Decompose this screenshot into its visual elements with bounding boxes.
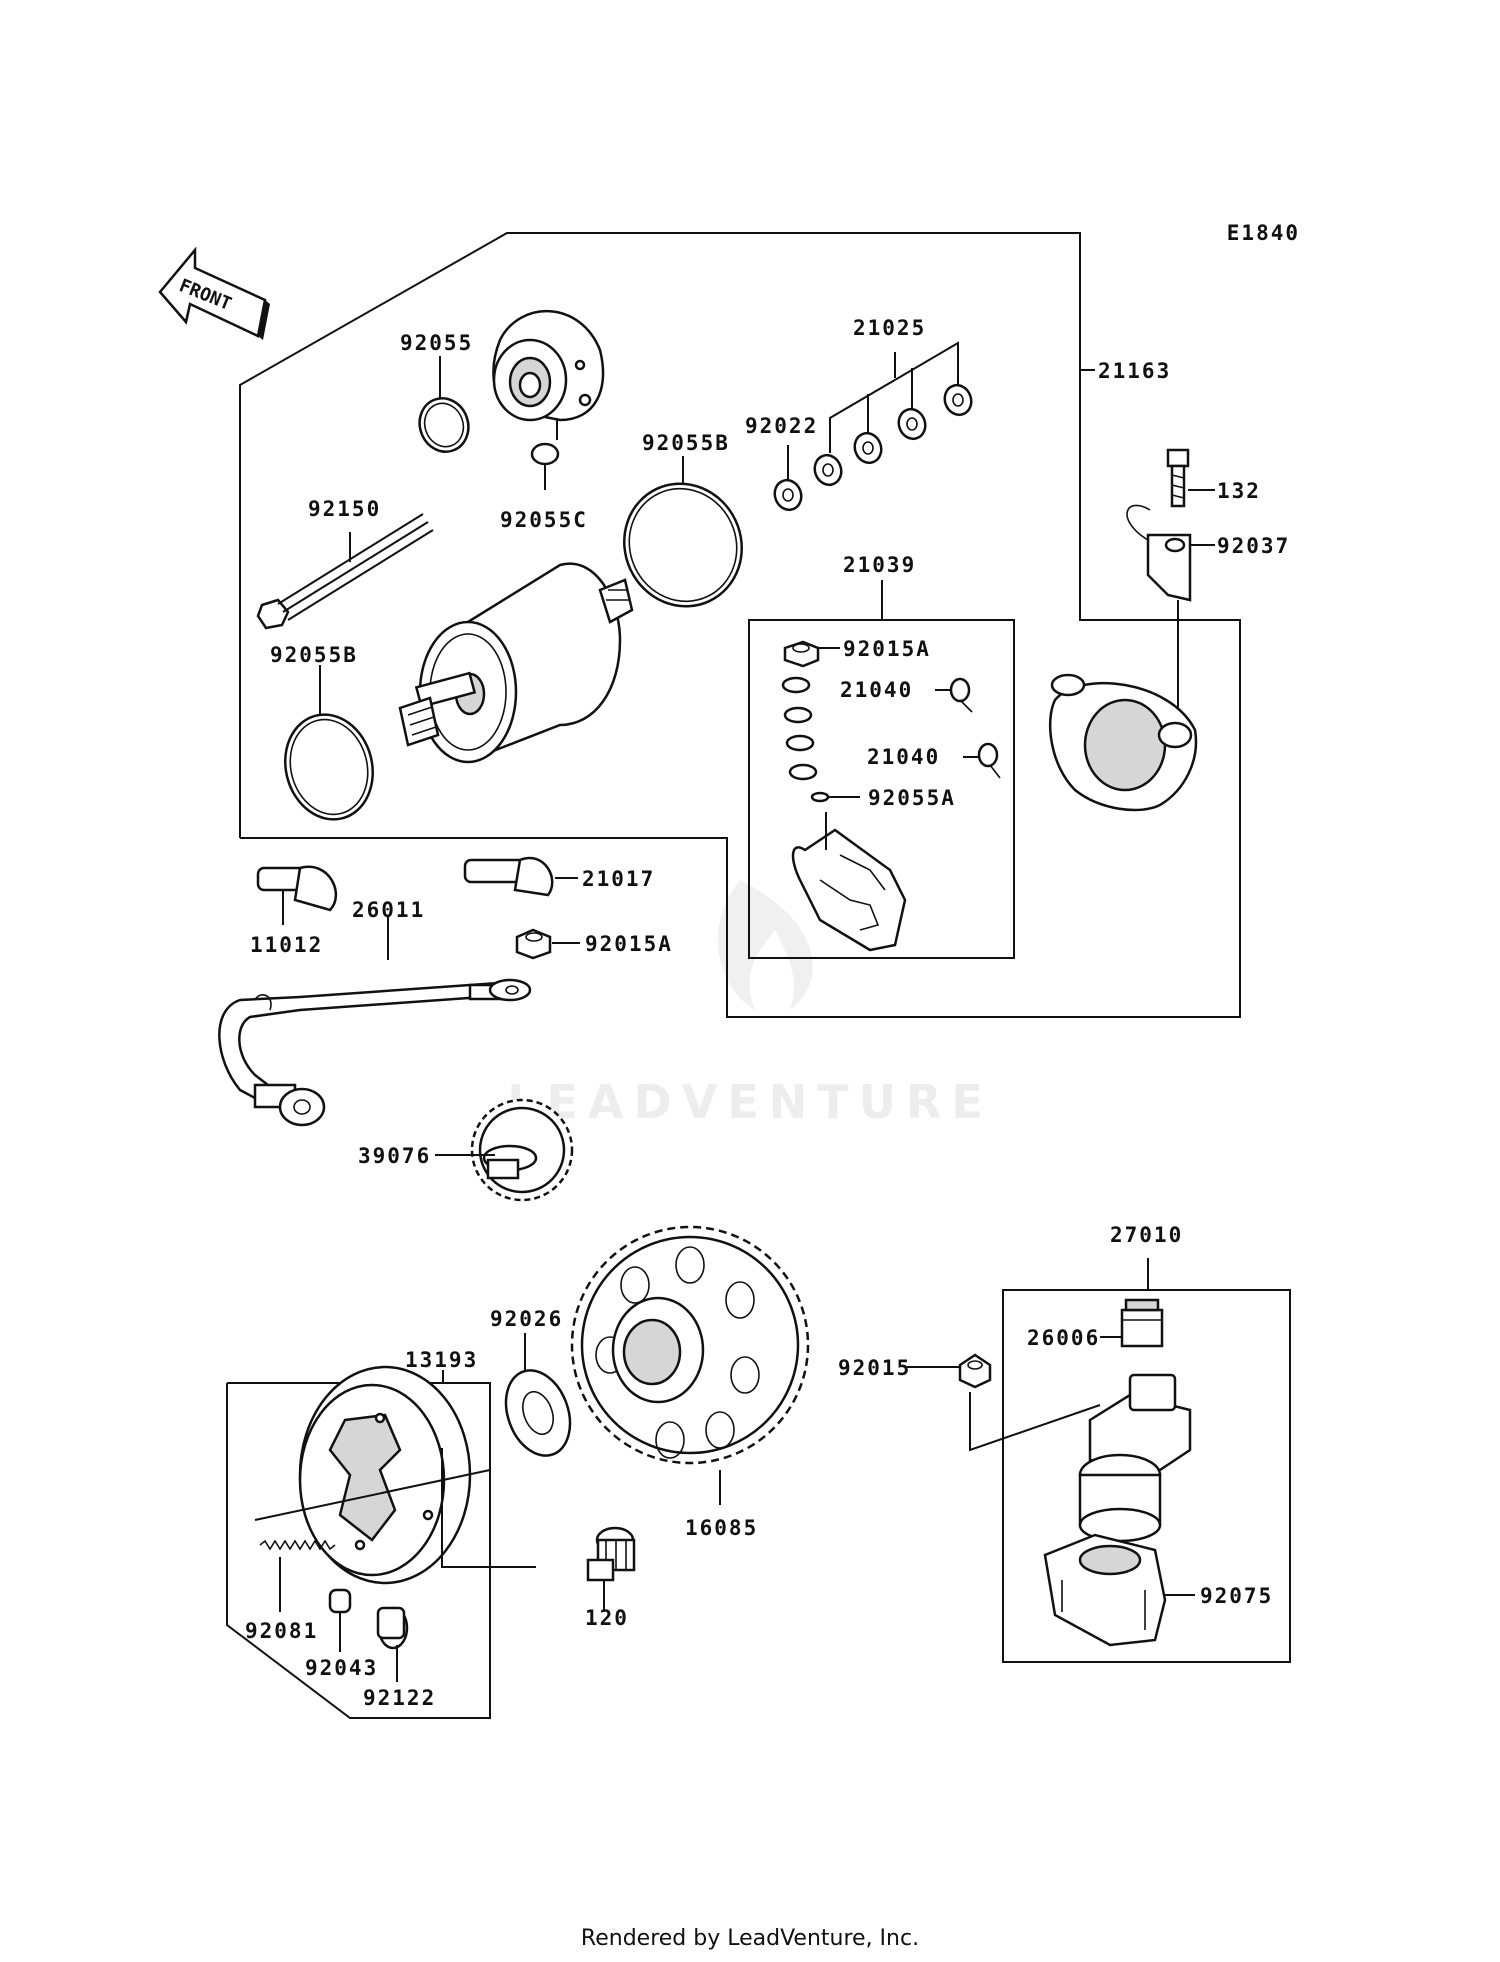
o-ring-92055b-left[interactable] [274, 705, 385, 830]
label-92150: 92150 [308, 497, 381, 521]
label-92055b-top: 92055B [642, 431, 730, 455]
starter-motor[interactable] [398, 562, 634, 764]
washer-92026[interactable] [495, 1361, 581, 1464]
roller-92122[interactable] [376, 1606, 409, 1650]
nut-92015[interactable] [958, 1353, 992, 1389]
label-21025: 21025 [853, 316, 926, 340]
starter-front-cover[interactable] [492, 309, 605, 422]
label-39076: 39076 [358, 1144, 431, 1168]
front-arrow-icon: FRONT [158, 246, 270, 340]
starter-cable-26011[interactable] [218, 978, 532, 1127]
relay-case-92075[interactable] [1043, 1533, 1167, 1647]
label-132: 132 [1217, 479, 1261, 503]
washer-1[interactable] [781, 676, 811, 694]
diagram-code: E1840 [1227, 221, 1300, 245]
starter-rear-cover[interactable] [1049, 673, 1198, 812]
footer-credit: Rendered by LeadVenture, Inc. [581, 1926, 919, 1951]
washer-3[interactable] [785, 734, 815, 752]
watermark: LEADVENTURE [507, 880, 993, 1129]
terminal-cap-11012[interactable] [256, 865, 338, 912]
label-26006: 26006 [1027, 1326, 1100, 1350]
label-92055a: 92055A [868, 786, 956, 810]
brush-plate[interactable] [791, 812, 907, 952]
label-26011: 26011 [352, 898, 425, 922]
o-ring-92055a[interactable] [810, 791, 830, 803]
clamp-92037[interactable] [1126, 504, 1192, 602]
label-92015: 92015 [838, 1356, 911, 1380]
bolt-132[interactable] [1166, 448, 1190, 508]
label-13193: 13193 [405, 1348, 478, 1372]
spring-21040-b[interactable] [977, 742, 1001, 779]
starter-clutch-box [226, 1382, 491, 1719]
label-92055: 92055 [400, 331, 473, 355]
label-92015a-mid: 92015A [585, 932, 673, 956]
spring-92081[interactable] [259, 1539, 336, 1551]
label-92075: 92075 [1200, 1584, 1273, 1608]
label-92015a-top: 92015A [843, 637, 931, 661]
spring-21040-a[interactable] [949, 677, 973, 713]
label-92055c: 92055C [500, 508, 588, 532]
label-21039: 21039 [843, 553, 916, 577]
label-92122: 92122 [363, 1686, 436, 1710]
label-21017: 21017 [582, 867, 655, 891]
watermark-text: LEADVENTURE [507, 1075, 993, 1129]
o-ring-92055b-top[interactable] [604, 464, 762, 625]
label-92026: 92026 [490, 1307, 563, 1331]
label-92037: 92037 [1217, 534, 1290, 558]
label-92081: 92081 [245, 1619, 318, 1643]
terminal-cap-21017[interactable] [463, 856, 554, 897]
relay-27010[interactable] [1078, 1373, 1192, 1543]
o-ring-92055[interactable] [412, 391, 476, 458]
bolt-120[interactable] [586, 1526, 636, 1582]
label-11012: 11012 [250, 933, 323, 957]
starter-group-outline [239, 232, 1241, 1018]
starter-clutch-13193[interactable] [298, 1365, 472, 1585]
washer-4[interactable] [788, 763, 818, 781]
washer-2[interactable] [783, 706, 813, 724]
nut-92015a-top[interactable] [783, 640, 820, 668]
label-16085: 16085 [685, 1516, 758, 1540]
label-92043: 92043 [305, 1656, 378, 1680]
bolt-92150[interactable] [256, 513, 434, 630]
nut-92015a-mid[interactable] [515, 928, 552, 960]
label-92022: 92022 [745, 414, 818, 438]
label-92055b-left: 92055B [270, 643, 358, 667]
shim-set-21025[interactable] [771, 381, 976, 513]
pin-92043[interactable] [328, 1588, 352, 1614]
idle-gear-39076[interactable] [470, 1098, 574, 1202]
fuse-26006[interactable] [1120, 1298, 1164, 1348]
gear-16085[interactable] [570, 1225, 810, 1465]
label-27010: 27010 [1110, 1223, 1183, 1247]
label-21040-b: 21040 [867, 745, 940, 769]
label-21163: 21163 [1098, 359, 1171, 383]
label-21040-a: 21040 [840, 678, 913, 702]
label-120: 120 [585, 1606, 629, 1630]
o-ring-92055c[interactable] [530, 442, 560, 466]
starter-relay-box [1002, 1289, 1291, 1663]
